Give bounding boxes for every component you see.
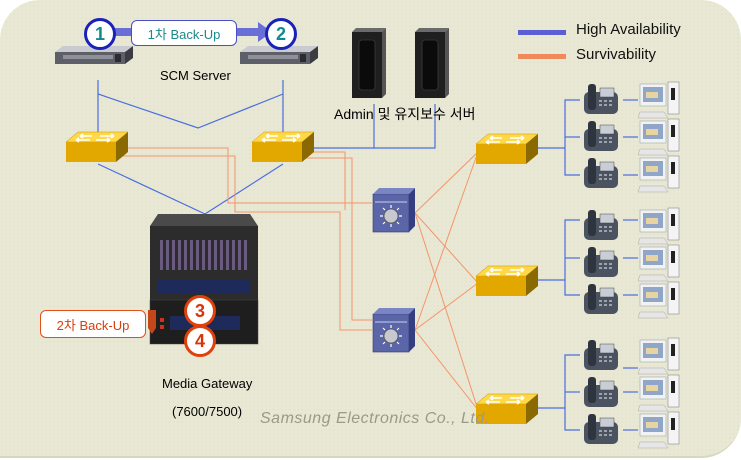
ip-phone bbox=[583, 413, 619, 445]
media-gateway-model: (7600/7500) bbox=[172, 404, 243, 419]
primary-backup-label: 1차 Back-Up bbox=[131, 20, 237, 46]
ip-phone bbox=[583, 83, 619, 115]
access-switch-2 bbox=[475, 265, 539, 297]
pc bbox=[637, 337, 680, 375]
ip-phone bbox=[583, 283, 619, 315]
badge-3: 3 bbox=[184, 295, 216, 327]
ip-phone bbox=[583, 120, 619, 152]
legend-label-survivability: Survivability bbox=[576, 46, 657, 63]
secondary-backup-label: 2차 Back-Up bbox=[40, 310, 146, 338]
pc bbox=[637, 207, 680, 245]
badge-1: 1 bbox=[84, 18, 116, 50]
access-switch-1 bbox=[475, 133, 539, 165]
ip-phone bbox=[583, 376, 619, 408]
admin-server-2 bbox=[414, 27, 450, 99]
core-switch-left bbox=[65, 131, 129, 163]
router-1 bbox=[372, 187, 416, 233]
pc bbox=[637, 155, 680, 193]
legend-swatch-survivability bbox=[518, 54, 566, 59]
ip-phone bbox=[583, 209, 619, 241]
badge-2: 2 bbox=[265, 18, 297, 50]
legend-label-ha: High Availability bbox=[576, 21, 681, 38]
admin-server-1 bbox=[351, 27, 387, 99]
ip-phone bbox=[583, 339, 619, 371]
pc bbox=[637, 118, 680, 156]
pc bbox=[637, 244, 680, 282]
core-switch-right bbox=[251, 131, 315, 163]
scm-server-label: SCM Server bbox=[160, 68, 231, 83]
ip-phone bbox=[583, 246, 619, 278]
survivability-links bbox=[120, 147, 479, 411]
pc bbox=[637, 281, 680, 319]
badge-4: 4 bbox=[184, 325, 216, 357]
high-availability-links bbox=[97, 80, 638, 431]
pc bbox=[637, 81, 680, 119]
pc bbox=[637, 411, 680, 449]
ip-phone bbox=[583, 157, 619, 189]
legend-swatch-ha bbox=[518, 30, 566, 35]
pc bbox=[637, 374, 680, 412]
media-gateway-label: Media Gateway bbox=[162, 376, 253, 391]
watermark: Samsung Electronics Co., Ltd. bbox=[260, 410, 490, 427]
router-2 bbox=[372, 307, 416, 353]
admin-server-label: Admin 및 유지보수 서버 bbox=[334, 106, 476, 122]
